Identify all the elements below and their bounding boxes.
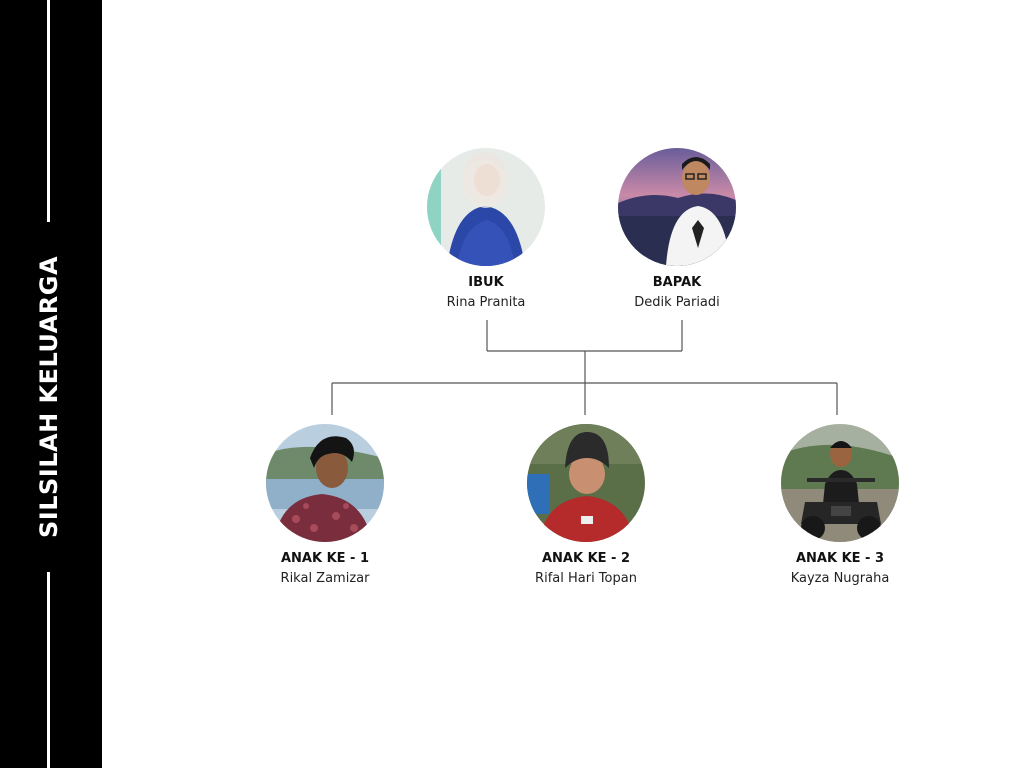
child-role: ANAK KE - 3 (795, 551, 885, 566)
sidebar-bottom-line (47, 572, 50, 768)
child-name: Rikal Zamizar (280, 571, 370, 586)
boy-batik-shirt-photo (266, 424, 384, 542)
child-2: ANAK KE - 2 Rifal Hari Topan (496, 424, 676, 586)
parent-name: Rina Pranita (446, 295, 526, 310)
parent-bapak: BAPAK Dedik Pariadi (587, 148, 767, 310)
parent-ibuk: IBUK Rina Pranita (396, 148, 576, 310)
child-1: ANAK KE - 1 Rikal Zamizar (235, 424, 415, 586)
sidebar-top-line (47, 0, 50, 222)
child-name: Rifal Hari Topan (535, 571, 637, 586)
parent-role: BAPAK (652, 275, 702, 290)
woman-hijab-photo (427, 148, 545, 266)
child-role: ANAK KE - 2 (541, 551, 631, 566)
parent-role: IBUK (468, 275, 504, 290)
child-3: ANAK KE - 3 Kayza Nugraha (750, 424, 930, 586)
sidebar: SILSILAH KELUARGA (0, 0, 102, 768)
child-role: ANAK KE - 1 (280, 551, 370, 566)
boy-atv-photo (781, 424, 899, 542)
man-glasses-photo (618, 148, 736, 266)
boy-beanie-photo (527, 424, 645, 542)
child-name: Kayza Nugraha (790, 571, 890, 586)
parent-name: Dedik Pariadi (634, 295, 720, 310)
